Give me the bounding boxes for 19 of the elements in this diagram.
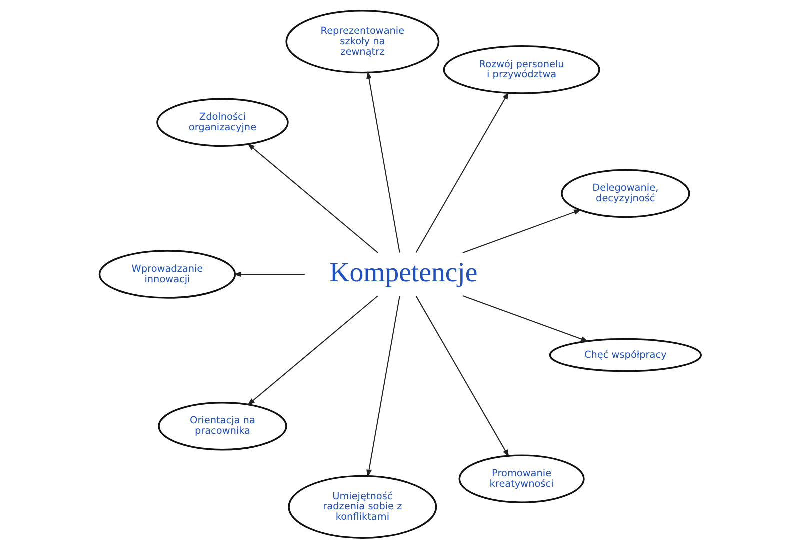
arrow (246, 143, 378, 254)
arrow (366, 296, 400, 478)
arrow (366, 71, 400, 253)
arrow (246, 296, 378, 406)
node-ellipse: Chęć współpracy (548, 338, 702, 372)
node-ellipse: Rozwój personelu i przywództwa (442, 46, 600, 94)
node-ellipse: Wprowadzanie innowacji (98, 250, 236, 299)
arrow (415, 92, 509, 254)
node-text: Kompetencje (329, 257, 478, 288)
node-ellipse: Promowanie kreatywności (458, 454, 584, 504)
arrow (415, 296, 509, 458)
node-ellipse: Reprezentowanie szkoły na zewnątrz (285, 10, 440, 74)
node-ellipse: Delegowanie, decyzyjność (560, 169, 690, 218)
node-ellipse: Orientacja na pracownika (158, 402, 287, 451)
arrow (233, 272, 304, 278)
node-ellipse: Umiejętność radzenia sobie z konfliktami (288, 475, 437, 539)
node-ellipse: Zdolności organizacyjne (156, 98, 288, 148)
arrow (462, 210, 582, 254)
arrow (462, 296, 588, 342)
